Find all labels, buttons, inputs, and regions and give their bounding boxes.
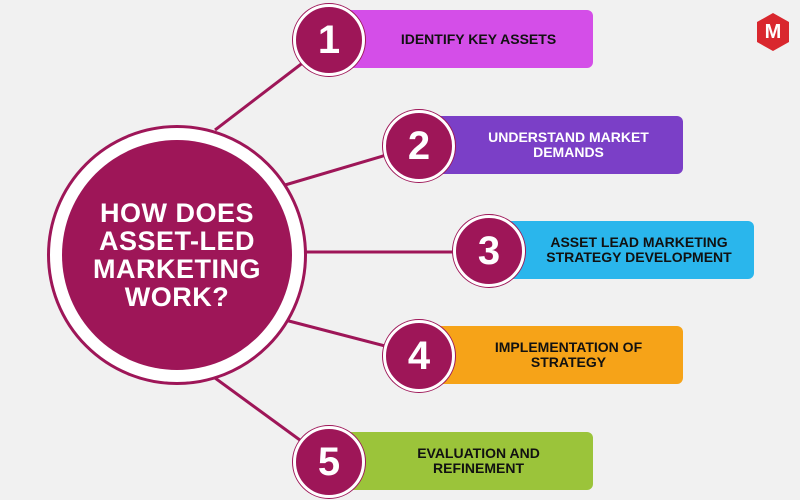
step-2-box: UNDERSTAND MARKET DEMANDS [420, 116, 683, 174]
center-circle: HOW DOES ASSET-LED MARKETING WORK? [62, 140, 292, 370]
step-5-box: EVALUATION AND REFINEMENT [330, 432, 593, 490]
step-1-badge: 1 [293, 4, 365, 76]
step-4-badge: 4 [383, 320, 455, 392]
center-title: HOW DOES ASSET-LED MARKETING WORK? [93, 198, 261, 312]
step-3-box: ASSET LEAD MARKETING STRATEGY DEVELOPMEN… [490, 221, 754, 279]
step-1-box: IDENTIFY KEY ASSETS [330, 10, 593, 68]
step-1-number: 1 [317, 17, 341, 62]
step-2-badge: 2 [383, 110, 455, 182]
step-5-label: EVALUATION AND REFINEMENT [417, 445, 540, 476]
step-5-badge: 5 [293, 426, 365, 498]
step-2-label: UNDERSTAND MARKET DEMANDS [488, 129, 649, 160]
hexagon-logo-icon [757, 13, 789, 51]
brand-logo: M [755, 12, 791, 52]
step-4-label: IMPLEMENTATION OF STRATEGY [494, 339, 643, 370]
step-3-number: 3 [477, 228, 501, 273]
step-5-number: 5 [317, 439, 341, 484]
step-1-label: IDENTIFY KEY ASSETS [400, 30, 557, 47]
step-2-number: 2 [407, 123, 431, 168]
logo-letter: M [764, 20, 782, 43]
step-3-label: ASSET LEAD MARKETING STRATEGY DEVELOPMEN… [546, 234, 732, 265]
step-4-box: IMPLEMENTATION OF STRATEGY [420, 326, 683, 384]
step-3-badge: 3 [453, 215, 525, 287]
step-4-number: 4 [407, 333, 431, 378]
